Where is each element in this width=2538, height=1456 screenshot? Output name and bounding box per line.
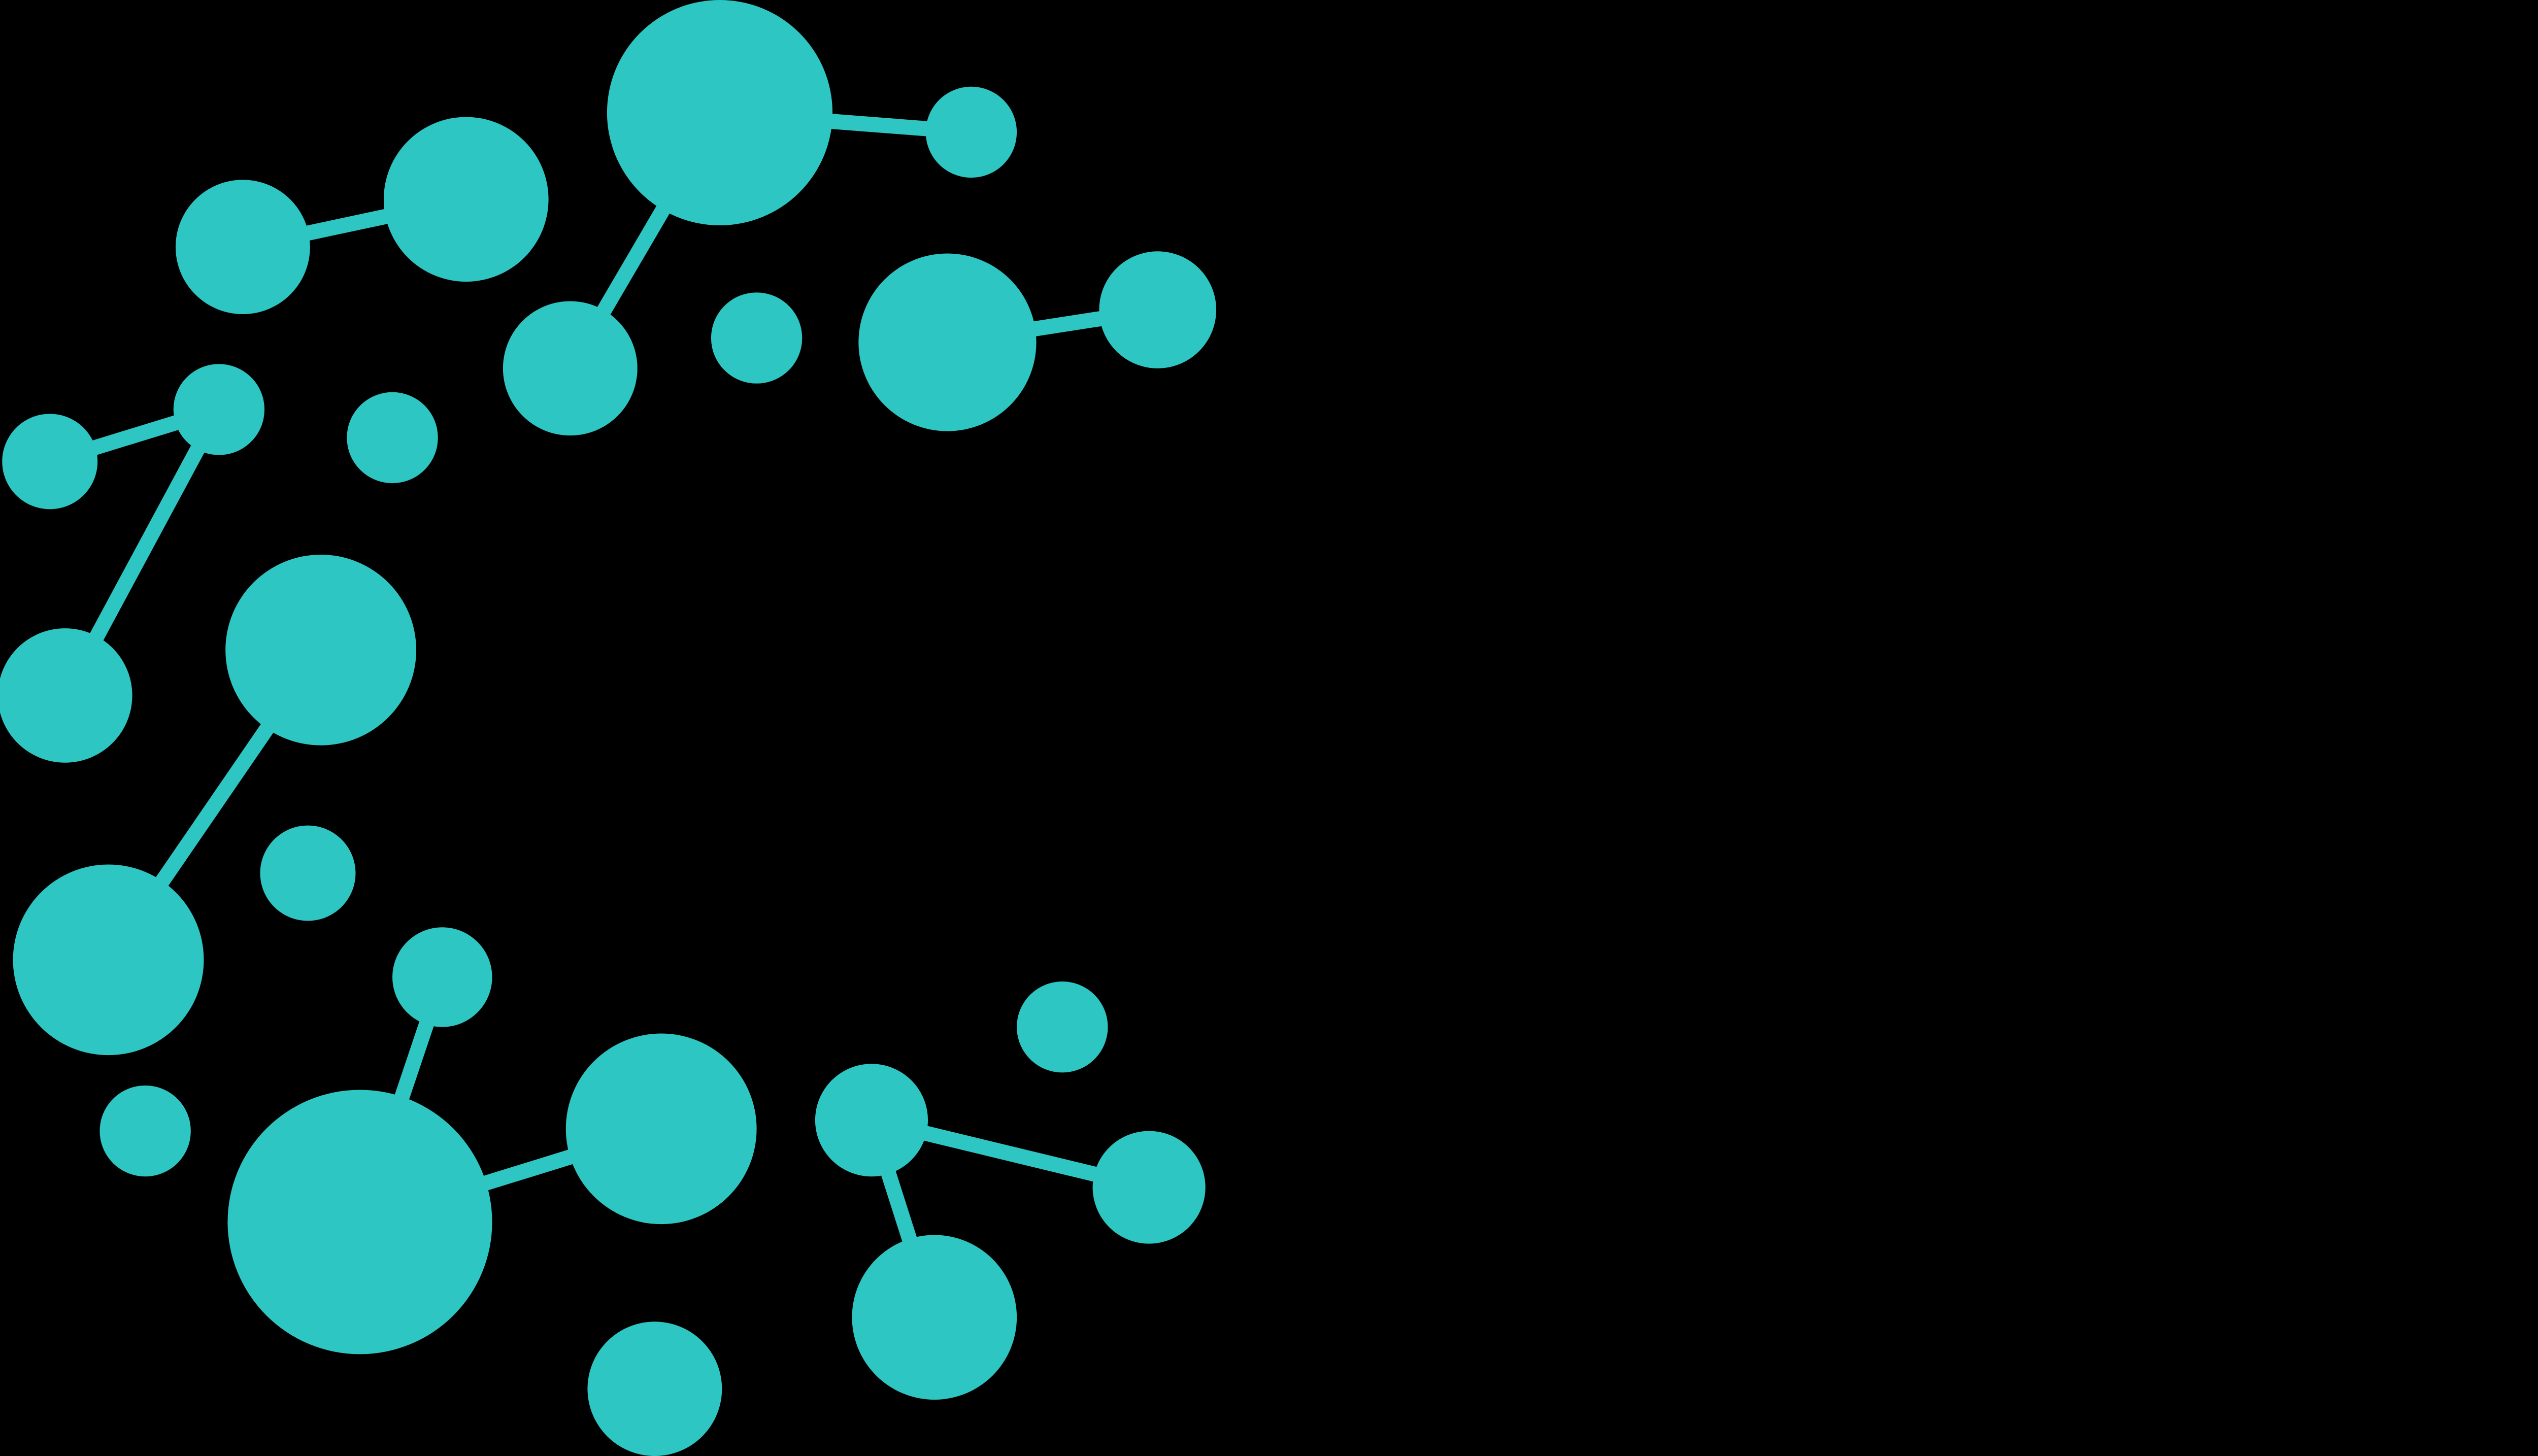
- atom-circle: [565, 1033, 757, 1225]
- atom-circle: [815, 1064, 928, 1177]
- atom-circle: [607, 0, 833, 226]
- atom-circle: [225, 554, 417, 746]
- atom-circle: [587, 1322, 722, 1456]
- atom-circle: [1017, 981, 1108, 1073]
- atom-circle: [383, 117, 549, 282]
- atom-circle: [503, 301, 638, 436]
- atom-circle: [925, 86, 1017, 178]
- atom-circle: [175, 180, 310, 315]
- atom-circle: [227, 1090, 492, 1355]
- atom-circle: [1092, 1131, 1206, 1244]
- atom-circle: [347, 392, 438, 484]
- atom-circle: [0, 628, 132, 763]
- atom-circle: [852, 1235, 1017, 1400]
- atom-circle: [711, 292, 803, 384]
- atom-circle: [1099, 251, 1217, 368]
- atom-circle: [260, 825, 356, 921]
- atom-circle: [173, 364, 265, 455]
- atom-circle: [13, 864, 204, 1056]
- atom-circle: [99, 1085, 191, 1177]
- atom-circle: [392, 927, 492, 1027]
- atom-circle: [2, 414, 98, 510]
- atom-circle: [858, 253, 1037, 431]
